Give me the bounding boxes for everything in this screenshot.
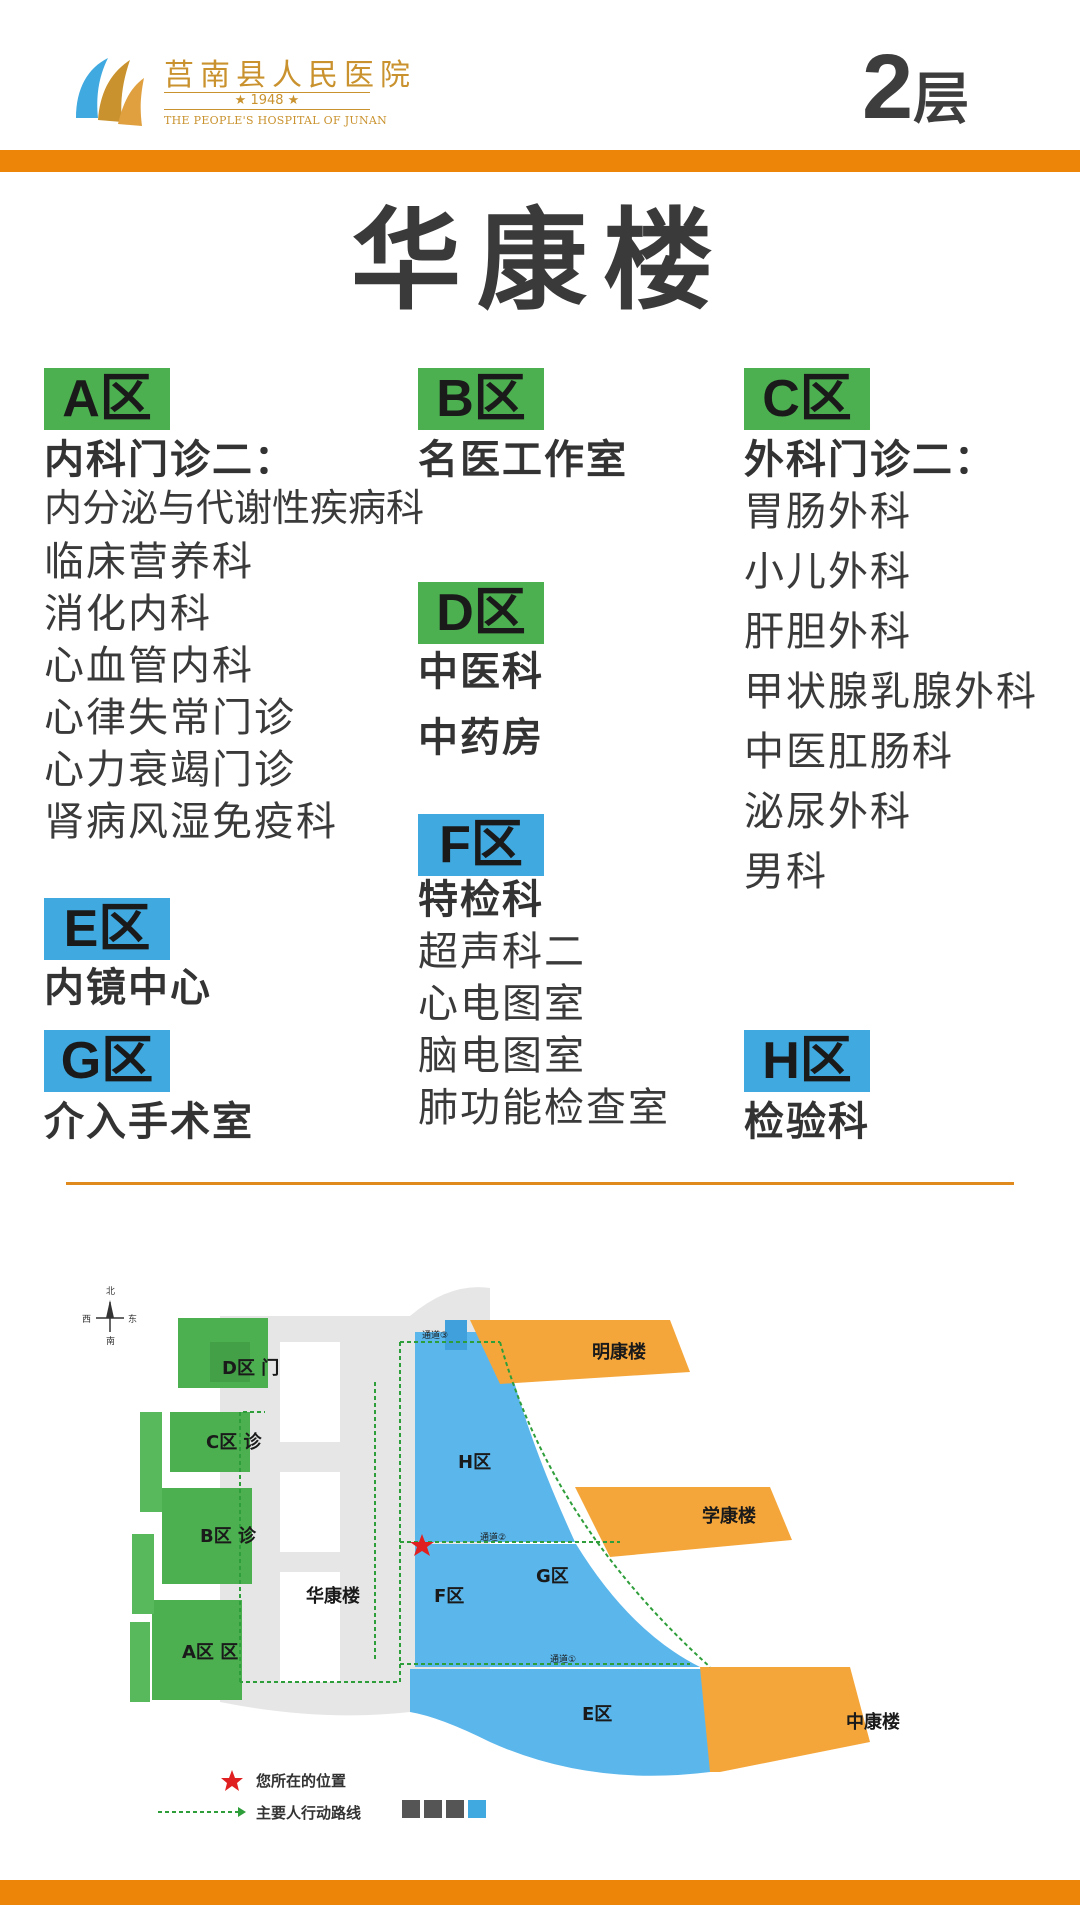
- zone-g-tag: G区: [44, 1030, 170, 1092]
- floor-number: 2: [862, 36, 914, 138]
- compass-west: 西: [82, 1314, 91, 1325]
- zone-a-item: 心律失常门诊: [44, 695, 296, 741]
- map-label-e: E区: [582, 1704, 612, 1725]
- legend-main-route: 主要人行动路线: [256, 1804, 361, 1822]
- legend-star-icon: [221, 1770, 243, 1791]
- zone-f-item: 心电图室: [418, 981, 586, 1027]
- zone-g-item: 介入手术室: [44, 1099, 254, 1145]
- map-label-c-clinic: C区 诊: [206, 1431, 262, 1453]
- zone-f-heading: 特检科: [418, 877, 544, 923]
- zone-h-tag: H区: [744, 1030, 870, 1092]
- map-label-passage-3: 通道③: [422, 1329, 448, 1341]
- you-are-here-star-icon: [410, 1534, 434, 1556]
- compass-east: 东: [128, 1313, 137, 1325]
- zone-c-item: 甲状腺乳腺外科: [744, 669, 1038, 715]
- zone-b-item: 名医工作室: [418, 437, 628, 483]
- map-label-g: G区: [536, 1566, 569, 1587]
- map-label-mingkang: 明康楼: [592, 1341, 646, 1363]
- zone-c-item: 小儿外科: [744, 549, 912, 595]
- floor-map: 北 南 东 西: [70, 1272, 970, 1832]
- zone-f-item: 超声科二: [418, 929, 586, 975]
- compass-north: 北: [106, 1286, 115, 1297]
- building-title: 华康楼: [351, 197, 729, 325]
- footer-orange-bar: [0, 1880, 1080, 1905]
- zone-d-tag: D区: [418, 582, 544, 644]
- map-label-h: H区: [458, 1452, 491, 1473]
- map-label-passage-1: 通道①: [550, 1653, 576, 1665]
- facility-icons: [402, 1800, 486, 1818]
- zone-f-tag: F区: [418, 814, 544, 876]
- zone-d-item: 中药房: [418, 715, 544, 761]
- zone-f-section: F区 特检科 超声科二 心电图室 脑电图室 肺功能检查室: [418, 814, 670, 1132]
- hospital-logo-icon: [68, 48, 148, 134]
- map-label-b-clinic: B区 诊: [200, 1525, 257, 1547]
- compass-icon: 北 南 东 西: [82, 1286, 137, 1347]
- zone-f-item: 肺功能检查室: [418, 1085, 670, 1131]
- zone-c-heading: 外科门诊二：: [744, 437, 996, 483]
- map-label-f: F区: [434, 1586, 464, 1607]
- zone-c-item: 泌尿外科: [744, 789, 912, 835]
- zone-h-section: H区 检验科: [744, 1030, 870, 1146]
- zone-e-tag: E区: [44, 898, 170, 960]
- zone-e-item: 内镜中心: [44, 965, 212, 1011]
- hospital-name-en: THE PEOPLE'S HOSPITAL OF JUNAN: [164, 114, 388, 127]
- zone-c-item: 胃肠外科: [744, 489, 912, 535]
- zone-d-section: D区 中医科 中药房: [418, 582, 544, 762]
- zone-a-tag: A区: [44, 368, 170, 430]
- map-label-a-zone: A区 区: [182, 1642, 238, 1663]
- map-label-passage-2: 通道②: [480, 1531, 506, 1543]
- floor-indicator: 2层: [862, 32, 969, 154]
- zone-a-heading: 内科门诊二：: [44, 437, 296, 483]
- zone-c-item: 肝胆外科: [744, 609, 912, 655]
- map-label-zhongkang: 中康楼: [846, 1711, 900, 1733]
- zone-b-tag: B区: [418, 368, 544, 430]
- zone-a-item: 内分泌与代谢性疾病科: [44, 486, 425, 530]
- map-label-xuekang: 学康楼: [702, 1505, 756, 1527]
- floor-suffix: 层: [913, 67, 970, 130]
- orange-buildings: [470, 1320, 870, 1772]
- walking-route: [239, 1341, 711, 1683]
- zone-e-section: E区 内镜中心: [44, 898, 212, 1012]
- zone-a-item: 心力衰竭门诊: [44, 747, 296, 793]
- compass-south: 南: [106, 1335, 115, 1347]
- zone-a-item: 肾病风湿免疫科: [44, 799, 338, 845]
- legend-you-are-here: 您所在的位置: [255, 1772, 346, 1790]
- zone-a-item: 消化内科: [44, 591, 212, 637]
- zone-c-item: 男科: [744, 849, 828, 895]
- zone-c-section: C区 外科门诊二： 胃肠外科 小儿外科 肝胆外科 甲状腺乳腺外科 中医肛肠科 泌…: [744, 368, 1038, 896]
- blue-zone-blocks: [410, 1320, 710, 1776]
- map-label-d-door: D区 门: [222, 1357, 279, 1379]
- zone-a-item: 心血管内科: [44, 643, 254, 689]
- green-clinic-blocks: [130, 1318, 268, 1702]
- zone-b-section: B区 名医工作室: [418, 368, 628, 484]
- zone-a-item: 临床营养科: [44, 539, 254, 585]
- zone-g-section: G区 介入手术室: [44, 1030, 254, 1146]
- zone-c-item: 中医肛肠科: [744, 729, 954, 775]
- zone-f-item: 脑电图室: [418, 1033, 586, 1079]
- hospital-name-cn: 莒南县人民医院: [164, 58, 416, 93]
- zone-c-tag: C区: [744, 368, 870, 430]
- zone-h-item: 检验科: [744, 1099, 870, 1145]
- section-divider: [66, 1182, 1014, 1185]
- zone-a-section: A区 内科门诊二： 内分泌与代谢性疾病科 临床营养科 消化内科 心血管内科 心律…: [44, 368, 424, 846]
- hospital-founding-year: ★ 1948 ★: [164, 92, 370, 110]
- map-label-huakang: 华康楼: [306, 1585, 360, 1607]
- zone-d-item: 中医科: [418, 649, 544, 695]
- header-orange-bar: [0, 150, 1080, 172]
